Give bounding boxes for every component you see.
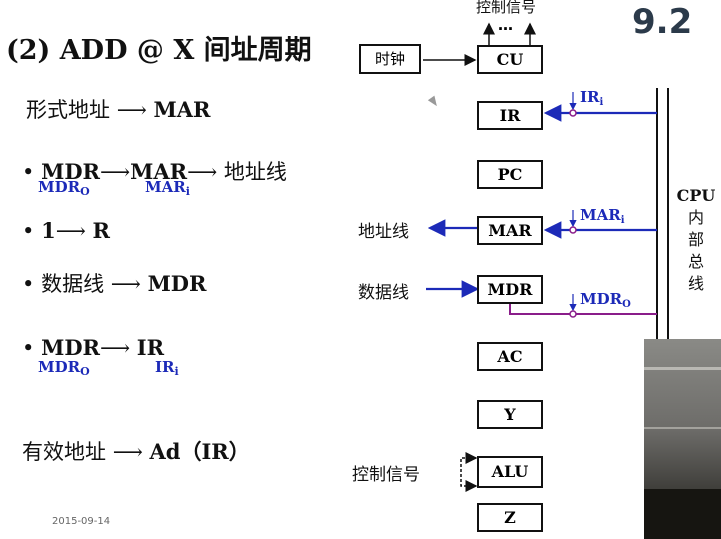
step-2-signal-mdr: MDRO: [38, 178, 90, 198]
signal-name: MDR: [38, 358, 81, 376]
signal-sub: i: [185, 185, 190, 198]
arrow-icon: ⟶: [110, 272, 141, 296]
mdr-out-path: [509, 304, 657, 315]
signal-name: IR: [155, 358, 175, 376]
bullet-icon: •: [22, 219, 35, 243]
signal-name: MAR: [145, 178, 186, 196]
cpu-bus-char: 线: [687, 274, 704, 293]
signal-sub: O: [80, 365, 90, 378]
step-4: • 数据线 ⟶ MDR: [22, 268, 206, 298]
arrow-icon: ⟶: [116, 98, 147, 122]
video-overlay: [644, 339, 721, 539]
step-2-target: 地址线: [223, 160, 287, 184]
register-mdr: MDR: [477, 275, 543, 304]
mdr-signal-node: [569, 310, 577, 318]
bullet-icon: •: [22, 160, 35, 184]
register-y: Y: [477, 400, 543, 429]
signal-name: IR: [580, 88, 600, 106]
ellipsis-icon: …: [498, 16, 513, 34]
step-6-source: 有效地址: [22, 440, 106, 464]
title-prefix: (2) ADD @ X: [6, 35, 204, 66]
step-5-source: MDR: [41, 335, 100, 360]
step-5-signal-mdr: MDRO: [38, 358, 90, 378]
arrow-icon: ⟶: [100, 336, 131, 360]
step-2-source: MDR: [41, 159, 100, 184]
signal-name: MAR: [580, 206, 621, 224]
arrow-icon: ⟶: [55, 219, 86, 243]
register-cu: CU: [477, 45, 543, 74]
signal-sub: i: [599, 97, 604, 108]
step-5: • MDR⟶ IR: [22, 335, 164, 360]
register-ac: AC: [477, 342, 543, 371]
step-1-source: 形式地址: [26, 98, 110, 122]
step-5-target: IR: [136, 335, 165, 360]
bullet-icon: •: [22, 336, 35, 360]
cpu-bus-cpu: CPU: [676, 186, 716, 205]
ir-signal-node: [569, 109, 577, 117]
register-ir: IR: [477, 101, 543, 130]
alu-control-bracket: [460, 457, 470, 487]
register-mar: MAR: [477, 216, 543, 245]
step-1: 形式地址 ⟶ MAR: [26, 94, 210, 124]
signal-ir-in: IRi: [580, 88, 603, 108]
step-2: • MDR⟶MAR⟶ 地址线: [22, 156, 287, 186]
cpu-bus-char: 部: [687, 230, 704, 249]
step-3-source: 1: [41, 218, 56, 243]
signal-name: MDR: [38, 178, 81, 196]
signal-sub: O: [622, 299, 631, 310]
step-4-target: MDR: [147, 271, 207, 296]
mar-signal-node: [569, 226, 577, 234]
step-3-target: R: [92, 218, 110, 243]
data-bus-label: 数据线: [358, 283, 409, 303]
step-4-source: 数据线: [41, 272, 105, 296]
cpu-bus-char: 内: [687, 208, 704, 227]
arrow-icon: ⟶: [100, 160, 131, 184]
section-number: 9.2: [632, 2, 693, 42]
video-shelf: [644, 367, 721, 370]
step-6-target: Ad（IR）: [149, 439, 250, 464]
address-bus-label: 地址线: [358, 222, 409, 242]
step-6: 有效地址 ⟶ Ad（IR）: [22, 436, 250, 466]
step-1-target: MAR: [153, 97, 211, 122]
step-2-mid: MAR: [130, 159, 188, 184]
signal-mdr-out: MDRO: [580, 290, 631, 310]
clock-box: 时钟: [359, 44, 421, 74]
control-signal-top-label: 控制信号: [476, 0, 537, 16]
slide-title: (2) ADD @ X 间址周期: [6, 28, 312, 67]
signal-sub: i: [620, 215, 625, 226]
signal-mar-in: MARi: [580, 206, 625, 226]
register-alu: ALU: [477, 456, 543, 488]
bullet-icon: •: [22, 272, 35, 296]
step-3: • 1⟶ R: [22, 218, 110, 243]
control-signal-alu-label: 控制信号: [352, 465, 420, 485]
signal-sub: O: [80, 185, 90, 198]
step-5-signal-ir: IRi: [155, 358, 179, 378]
video-shadow: [644, 489, 721, 539]
video-shelf: [644, 427, 721, 429]
register-z: Z: [477, 503, 543, 532]
step-2-signal-mar: MARi: [145, 178, 190, 198]
register-pc: PC: [477, 160, 543, 189]
signal-name: MDR: [580, 290, 623, 308]
slide-date: 2015-09-14: [52, 516, 111, 527]
cpu-bus-char: 总: [687, 252, 704, 271]
cpu-bus-label: CPU 内 部 总 线: [676, 185, 716, 295]
arrow-icon: ⟶: [187, 160, 218, 184]
title-cn: 间址周期: [203, 35, 312, 66]
arrow-icon: ⟶: [112, 440, 143, 464]
signal-sub: i: [174, 365, 179, 378]
